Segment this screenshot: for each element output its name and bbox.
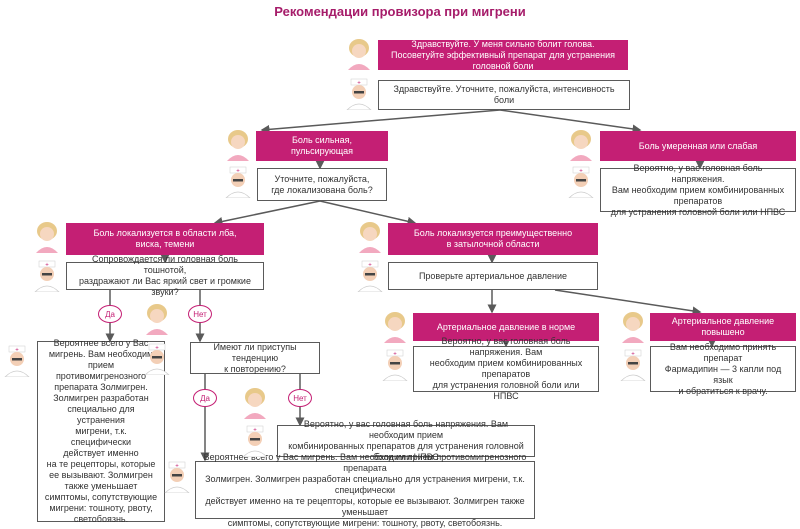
svg-text:+: + [45, 263, 49, 269]
tension-advice-bp-normal: Вероятно, у вас головная боль напряжения… [413, 336, 599, 401]
pharmacist-avatar-icon: + [346, 78, 372, 110]
migraine-advice-bottom: Вероятнее всего у Вас мигрень. Вам необх… [195, 452, 535, 528]
tension-advice-bottom-text: Вероятно, у вас головная боль напряжения… [288, 419, 524, 462]
occipital-pain-text: Боль локализуется преимущественно в заты… [413, 228, 573, 249]
bp-high-box: Артериальное давление повышено [650, 313, 796, 341]
pharmacist-avatar-icon: + [620, 349, 646, 381]
patient-avatar-icon [348, 39, 370, 70]
pharmacist-avatar-icon: + [568, 166, 594, 198]
yes-badge: Да [98, 305, 122, 323]
mild-pain-box: Боль умеренная или слабая [600, 131, 796, 161]
pharmacist-avatar-icon: + [4, 345, 30, 377]
severe-pain-box: Боль сильная, пульсирующая [256, 131, 388, 161]
svg-text:+: + [155, 346, 159, 352]
pharmadipin-advice: Вам необходимо принять препарат Фармадип… [650, 342, 796, 396]
tension-headache-advice: Вероятно, у вас головная боль напряжения… [600, 163, 796, 217]
pharmacist-avatar-icon: + [34, 260, 60, 292]
svg-text:+: + [631, 352, 635, 358]
tension-headache-text: Вероятно, у вас головная боль напряжения… [610, 162, 786, 217]
ask-location-text: Уточните, пожалуйста, где локализована б… [271, 173, 373, 195]
migraine-advice-left: Вероятнее всего у Вас мигрень. Вам необх… [37, 338, 165, 524]
patient-avatar-icon [36, 222, 58, 253]
svg-text:+: + [579, 169, 583, 175]
yes-badge: Да [193, 389, 217, 407]
svg-text:+: + [393, 352, 397, 358]
bp-normal-text: Артериальное давление в норме [436, 321, 576, 332]
pharmacist-ask-intensity-text: Здравствуйте. Уточните, пожалуйста, инте… [393, 84, 615, 105]
severe-pain-text: Боль сильная, пульсирующая [290, 135, 354, 156]
svg-text:+: + [253, 428, 257, 434]
ask-recurrence-text: Имеют ли приступы тенденцию к повторению… [213, 341, 297, 374]
pharmacist-ask-recurrence: Имеют ли приступы тенденцию к повторению… [190, 342, 320, 374]
pharmacist-avatar-icon: + [242, 425, 268, 457]
pharmacist-ask-nausea: Сопровождается ли головная боль тошнотой… [66, 254, 264, 297]
mild-pain-text: Боль умеренная или слабая [638, 140, 758, 151]
svg-text:+: + [15, 348, 19, 354]
occipital-pain-box: Боль локализуется преимущественно в заты… [388, 223, 598, 255]
pharmacist-avatar-icon: + [144, 343, 170, 375]
page-title: Рекомендации провизора при мигрени [274, 4, 526, 19]
pharmacist-ask-intensity: Здравствуйте. Уточните, пожалуйста, инте… [378, 80, 630, 110]
patient-avatar-icon [359, 222, 381, 253]
check-blood-pressure-text: Проверьте артериальное давление [418, 270, 568, 281]
bp-normal-box: Артериальное давление в норме [413, 313, 599, 341]
patient-avatar-icon [146, 304, 168, 335]
frontal-pain-text: Боль локализуется в области лба, виска, … [93, 228, 237, 249]
pharmacist-ask-location: Уточните, пожалуйста, где локализована б… [257, 168, 387, 201]
ask-nausea-text: Сопровождается ли головная боль тошнотой… [79, 254, 251, 297]
svg-text:+: + [368, 263, 372, 269]
check-blood-pressure: Проверьте артериальное давление [388, 262, 598, 290]
svg-text:+: + [357, 81, 361, 87]
migraine-advice-bottom-text: Вероятнее всего у Вас мигрень. Вам необх… [203, 451, 527, 528]
migraine-advice-left-text: Вероятнее всего у Вас мигрень. Вам необх… [44, 338, 158, 524]
bp-high-text: Артериальное давление повышено [671, 316, 775, 337]
patient-avatar-icon [622, 312, 644, 343]
pharmacist-avatar-icon: + [225, 166, 251, 198]
tension-advice-bottom: Вероятно, у вас головная боль напряжения… [277, 419, 535, 462]
patient-complaint-text: Здравствуйте. У меня сильно болит голова… [390, 38, 616, 71]
frontal-pain-box: Боль локализуется в области лба, виска, … [66, 223, 264, 255]
no-badge: Нет [188, 305, 212, 323]
patient-avatar-icon [570, 130, 592, 161]
svg-text:+: + [236, 169, 240, 175]
pharmadipin-advice-text: Вам необходимо принять препарат Фармадип… [664, 341, 782, 396]
pharmacist-avatar-icon: + [357, 260, 383, 292]
patient-avatar-icon [244, 388, 266, 419]
no-badge: Нет [288, 389, 312, 407]
pharmacist-avatar-icon: + [164, 461, 190, 493]
patient-complaint: Здравствуйте. У меня сильно болит голова… [378, 38, 628, 71]
tension-advice-bp-normal-text: Вероятно, у вас головная боль напряжения… [429, 336, 583, 401]
patient-avatar-icon [384, 312, 406, 343]
svg-text:+: + [175, 464, 179, 470]
pharmacist-avatar-icon: + [382, 349, 408, 381]
patient-avatar-icon [227, 130, 249, 161]
